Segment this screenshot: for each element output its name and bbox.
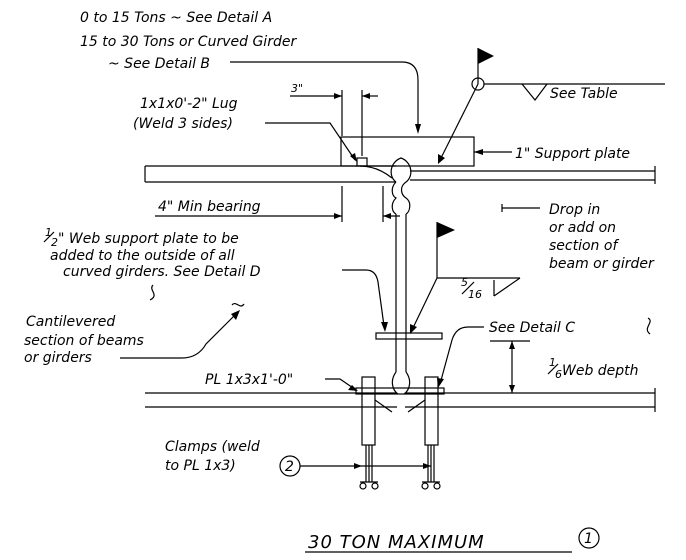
cantilever-label-1: Cantilevered — [26, 314, 115, 330]
web-plate-label-1: " Web support plate to be — [58, 231, 239, 247]
break-symbol-cant — [231, 302, 245, 307]
clamps-dimension — [300, 463, 431, 469]
detail-c-leader — [439, 326, 484, 385]
pl-plate — [355, 387, 445, 395]
web-plate-label-2: added to the outside of all — [50, 248, 235, 264]
break-symbol-left — [149, 284, 155, 301]
lug-label-2: (Weld 3 sides) — [133, 116, 233, 132]
detail-b-label-1: 15 to 30 Tons or Curved Girder — [80, 34, 297, 50]
top-flange — [144, 165, 656, 184]
lug-leader — [265, 122, 356, 161]
callout-2-label: 2 — [285, 459, 294, 475]
see-table-label: See Table — [550, 86, 618, 102]
cantilever-leader — [120, 313, 237, 359]
weld-frac-num: 5 — [461, 276, 468, 289]
lug-dimension — [290, 90, 378, 156]
clamps-label-2: to PL 1x3) — [165, 458, 236, 474]
half-frac-num: 1 — [45, 226, 52, 239]
weld-flag-mid-icon — [410, 222, 521, 334]
lug-dim-label: 3" — [291, 82, 303, 95]
detail-a-label: 0 to 15 Tons ~ See Detail A — [80, 10, 272, 26]
lug — [356, 157, 368, 167]
weld-flag-top-icon — [438, 48, 665, 164]
half-frac-den: 2 — [51, 236, 58, 249]
clamp-left — [359, 376, 393, 490]
break-symbol-right — [646, 317, 651, 335]
min-bearing-label: 4" Min bearing — [158, 199, 261, 215]
web-plate-label-3: curved girders. See Detail D — [63, 264, 261, 280]
clamps-label-1: Clamps (weld — [165, 439, 260, 455]
web-support-plate — [375, 332, 443, 340]
detail-b-label-2: ~ See Detail B — [108, 56, 210, 72]
sixth-frac-num: 1 — [549, 356, 556, 369]
cantilever-label-3: or girders — [24, 350, 92, 366]
support-plate-label: 1" Support plate — [515, 146, 630, 162]
drop-label-3: section of — [549, 238, 619, 254]
callout-2-circle — [279, 455, 301, 477]
weld-frac-den: 16 — [468, 288, 482, 301]
bottom-flange — [145, 388, 656, 412]
drawing-title: 30 TON MAXIMUM — [308, 532, 485, 553]
web — [390, 157, 412, 395]
callout-1-circle — [578, 527, 600, 549]
drop-label-1: Drop in — [549, 202, 600, 218]
detail-c-label: See Detail C — [489, 320, 575, 336]
detail-b-leader — [230, 61, 419, 128]
drop-label-2: or add on — [549, 220, 616, 236]
web-plate-leader — [342, 269, 385, 327]
clamp-right — [407, 376, 441, 490]
cantilever-label-2: section of beams — [24, 333, 144, 349]
pl-label: PL 1x3x1'-0" — [205, 372, 293, 388]
callout-1-label: 1 — [584, 531, 593, 547]
drop-label-4: beam or girder — [549, 256, 655, 272]
lug-label-1: 1x1x0'-2" Lug — [140, 96, 238, 112]
web-depth-dimension — [490, 340, 530, 393]
min-bearing-dimension — [155, 186, 400, 222]
sixth-frac-den: 6 — [555, 368, 562, 381]
pl-leader — [325, 378, 357, 391]
web-depth-label: Web depth — [562, 363, 639, 379]
